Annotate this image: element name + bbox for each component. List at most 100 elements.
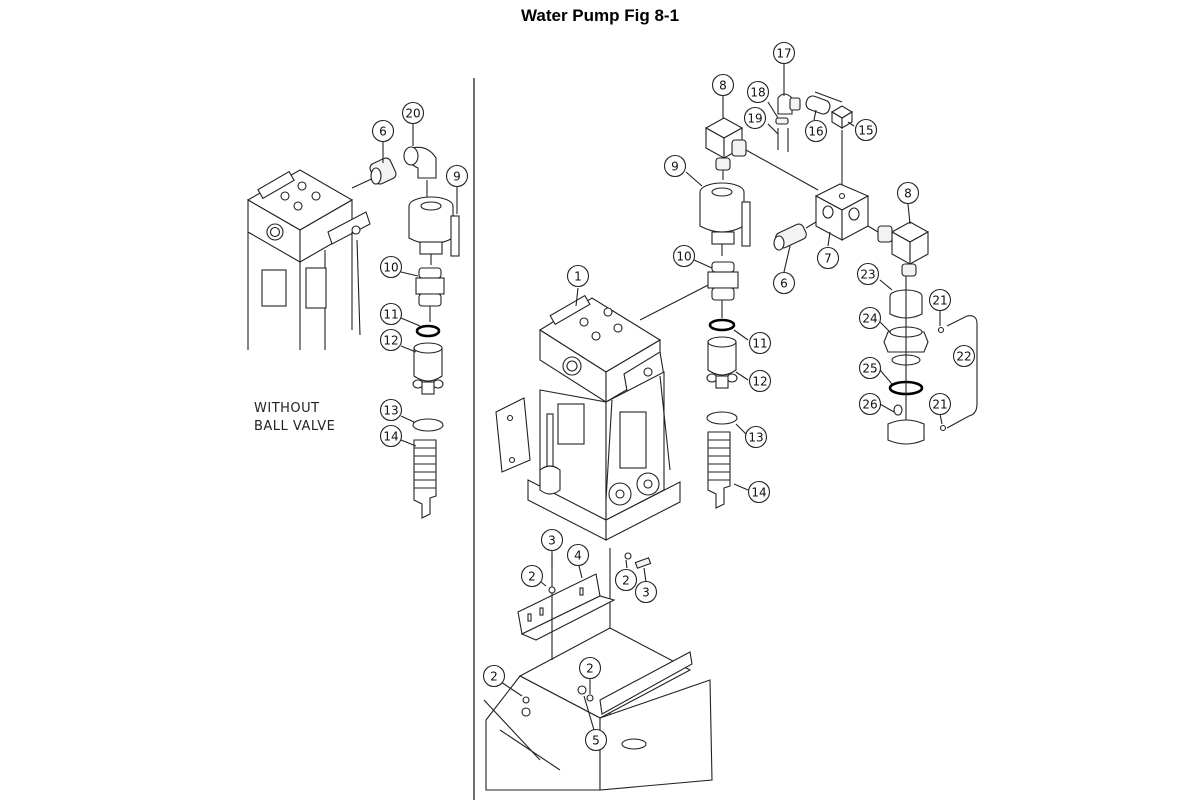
callout-right-17: 17 xyxy=(772,41,796,65)
callout-right-14: 14 xyxy=(747,480,771,504)
callout-number: 6 xyxy=(780,277,788,291)
callout-right-24: 24 xyxy=(858,306,882,330)
callout-number: 8 xyxy=(904,187,912,201)
callout-circle xyxy=(858,306,882,330)
callout-right-1: 1 xyxy=(566,264,590,288)
callout-right-2: 2 xyxy=(614,568,638,592)
callout-circle xyxy=(520,564,544,588)
callout-left-14: 14 xyxy=(379,424,403,448)
callout-right-11: 11 xyxy=(748,331,772,355)
figure-title: Water Pump Fig 8-1 xyxy=(520,6,680,25)
left-coupler-12 xyxy=(412,342,444,395)
callout-left-11: 11 xyxy=(379,302,403,326)
coupler-12 xyxy=(706,336,738,389)
callout-number: 22 xyxy=(956,350,971,364)
ball-valve-assembly xyxy=(775,91,854,188)
callout-right-25: 25 xyxy=(858,356,882,380)
callout-number: 2 xyxy=(622,574,630,588)
callout-number: 2 xyxy=(490,670,498,684)
callout-circle xyxy=(663,154,687,178)
pump-assembly-1 xyxy=(495,294,681,715)
tee-block-7 xyxy=(814,183,870,241)
callout-circle xyxy=(856,262,880,286)
callout-right-2: 2 xyxy=(520,564,544,588)
left-o-ring-11 xyxy=(415,324,441,338)
callout-circle xyxy=(379,424,403,448)
callout-circle xyxy=(854,118,878,142)
callout-number: 4 xyxy=(574,549,582,563)
nipple-6 xyxy=(773,221,817,251)
callout-number: 15 xyxy=(858,124,873,138)
callout-right-23: 23 xyxy=(856,262,880,286)
callout-number: 21 xyxy=(932,294,947,308)
callout-right-16: 16 xyxy=(804,119,828,143)
callout-number: 25 xyxy=(862,362,877,376)
callout-circle xyxy=(540,528,564,552)
callout-number: 9 xyxy=(453,170,461,184)
callout-circle xyxy=(858,392,882,416)
callout-right-21: 21 xyxy=(928,288,952,312)
callout-circle xyxy=(482,664,506,688)
callout-circle xyxy=(578,656,602,680)
callout-circle xyxy=(746,80,770,104)
callout-circle xyxy=(584,728,608,752)
callout-circle xyxy=(401,101,425,125)
callout-number: 10 xyxy=(383,261,398,275)
callout-number: 16 xyxy=(808,125,823,139)
callout-number: 11 xyxy=(752,337,767,351)
note-line-2: BALL VALVE xyxy=(254,419,335,434)
left-valve-9 xyxy=(408,196,460,265)
callout-right-12: 12 xyxy=(748,369,772,393)
callout-number: 24 xyxy=(862,312,877,326)
callout-number: 2 xyxy=(586,662,594,676)
left-pump-head xyxy=(246,169,379,350)
left-hose-14 xyxy=(413,439,437,519)
callout-right-2: 2 xyxy=(578,656,602,680)
clamp-13 xyxy=(706,411,738,425)
callout-number: 3 xyxy=(548,534,556,548)
o-ring-11 xyxy=(708,318,736,332)
callout-right-18: 18 xyxy=(746,80,770,104)
callout-number: 14 xyxy=(751,486,766,500)
callout-right-22: 22 xyxy=(952,344,976,368)
callout-circle xyxy=(672,244,696,268)
callout-right-21: 21 xyxy=(928,392,952,416)
callout-number: 20 xyxy=(405,107,420,121)
callout-circle xyxy=(772,271,796,295)
callout-right-6: 6 xyxy=(772,271,796,295)
callout-number: 12 xyxy=(752,375,767,389)
left-elbow-20 xyxy=(403,146,437,198)
leader-pump-to-10 xyxy=(639,279,719,321)
elbow-8-right xyxy=(867,221,930,277)
leader-lines xyxy=(382,64,943,731)
callout-circle xyxy=(445,164,469,188)
callout-right-13: 13 xyxy=(744,425,768,449)
callout-circle xyxy=(747,480,771,504)
callout-circle xyxy=(896,181,920,205)
callout-circle xyxy=(928,288,952,312)
callout-circle xyxy=(566,264,590,288)
callout-number: 11 xyxy=(383,308,398,322)
callout-right-15: 15 xyxy=(854,118,878,142)
fitting-10 xyxy=(707,261,739,318)
left-clamp-13 xyxy=(412,418,444,432)
note-line-1: WITHOUT xyxy=(254,401,320,416)
callout-number: 21 xyxy=(932,398,947,412)
callout-circle xyxy=(748,369,772,393)
callout-left-10: 10 xyxy=(379,255,403,279)
callout-circle xyxy=(371,119,395,143)
callout-left-13: 13 xyxy=(379,398,403,422)
ball-valve-9 xyxy=(699,182,751,256)
callout-right-9: 9 xyxy=(663,154,687,178)
callout-circle xyxy=(748,331,772,355)
callout-right-3: 3 xyxy=(540,528,564,552)
callout-right-5: 5 xyxy=(584,728,608,752)
callout-circle xyxy=(379,302,403,326)
callout-left-9: 9 xyxy=(445,164,469,188)
callout-right-2: 2 xyxy=(482,664,506,688)
callout-left-12: 12 xyxy=(379,328,403,352)
base-frame xyxy=(483,552,713,791)
left-fitting-6 xyxy=(369,157,397,185)
drain-stack xyxy=(883,276,978,445)
